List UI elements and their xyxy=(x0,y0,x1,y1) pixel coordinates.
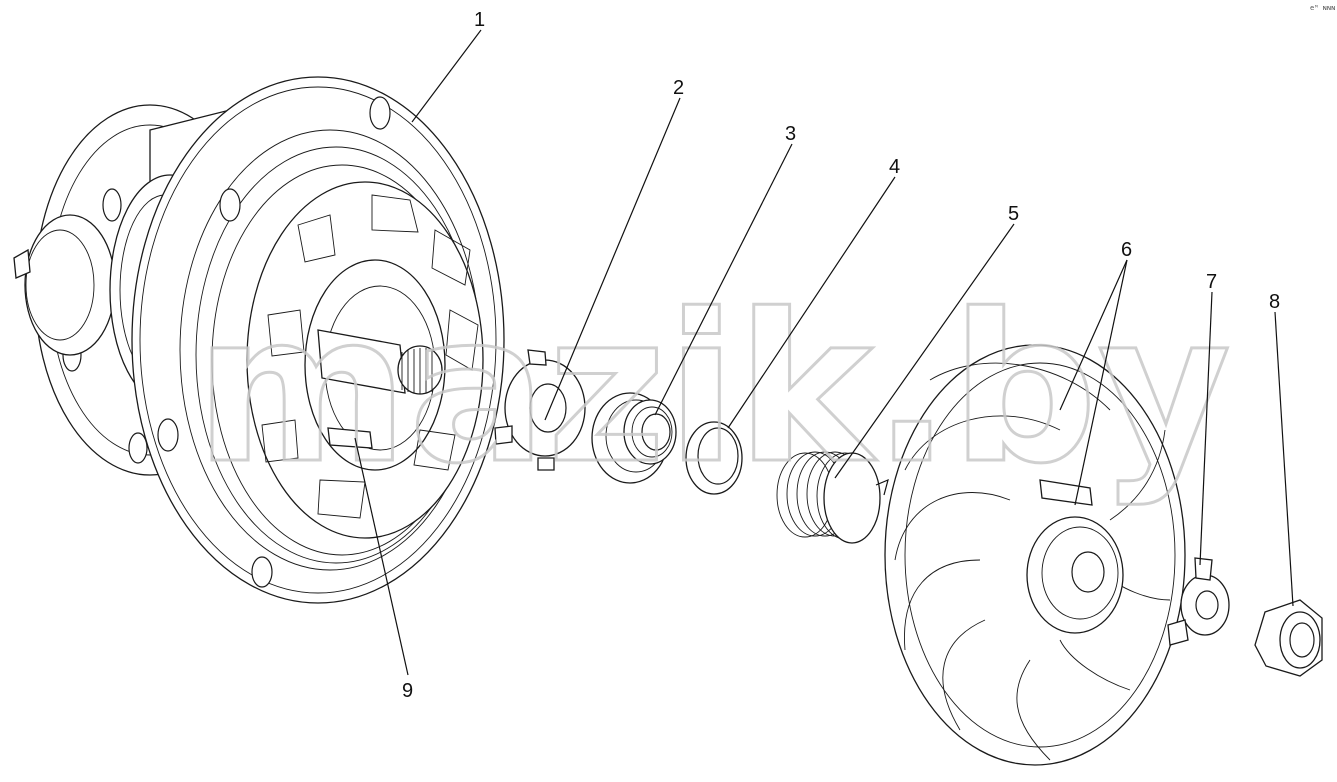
leader-7 xyxy=(1199,291,1213,566)
callouts: 1 2 3 4 5 6 7 8 9 xyxy=(402,9,1280,702)
part-6-impeller xyxy=(884,344,1186,766)
callout-2: 2 xyxy=(673,77,684,99)
leader-5 xyxy=(834,223,1015,479)
corner-mark: eᴹ ɴɴɴ xyxy=(1310,4,1335,12)
leader-2 xyxy=(544,97,681,421)
callout-8: 8 xyxy=(1269,291,1280,313)
part-3-seal xyxy=(591,392,677,484)
callout-5: 5 xyxy=(1008,203,1019,225)
part-2-retainer xyxy=(494,349,586,471)
part-1-housing xyxy=(13,76,505,604)
callout-9: 9 xyxy=(402,680,413,702)
callout-1: 1 xyxy=(474,9,485,31)
part-8-nut xyxy=(1254,599,1323,677)
leader-9 xyxy=(354,437,409,676)
callout-4: 4 xyxy=(889,156,900,178)
leader-3 xyxy=(654,143,793,416)
leader-8 xyxy=(1274,311,1294,607)
part-4-ring xyxy=(685,421,743,495)
callout-7: 7 xyxy=(1206,271,1217,293)
part-5-spring xyxy=(776,451,889,544)
part-7-tab-washer xyxy=(1167,557,1230,646)
leader-6b xyxy=(1074,259,1128,506)
leader-6a xyxy=(1059,259,1128,411)
callout-3: 3 xyxy=(785,123,796,145)
callout-6: 6 xyxy=(1121,239,1132,261)
leader-lines xyxy=(354,29,1294,676)
leader-4 xyxy=(727,176,896,429)
watermark: mazik.by xyxy=(195,271,1231,509)
leader-1 xyxy=(411,29,482,123)
